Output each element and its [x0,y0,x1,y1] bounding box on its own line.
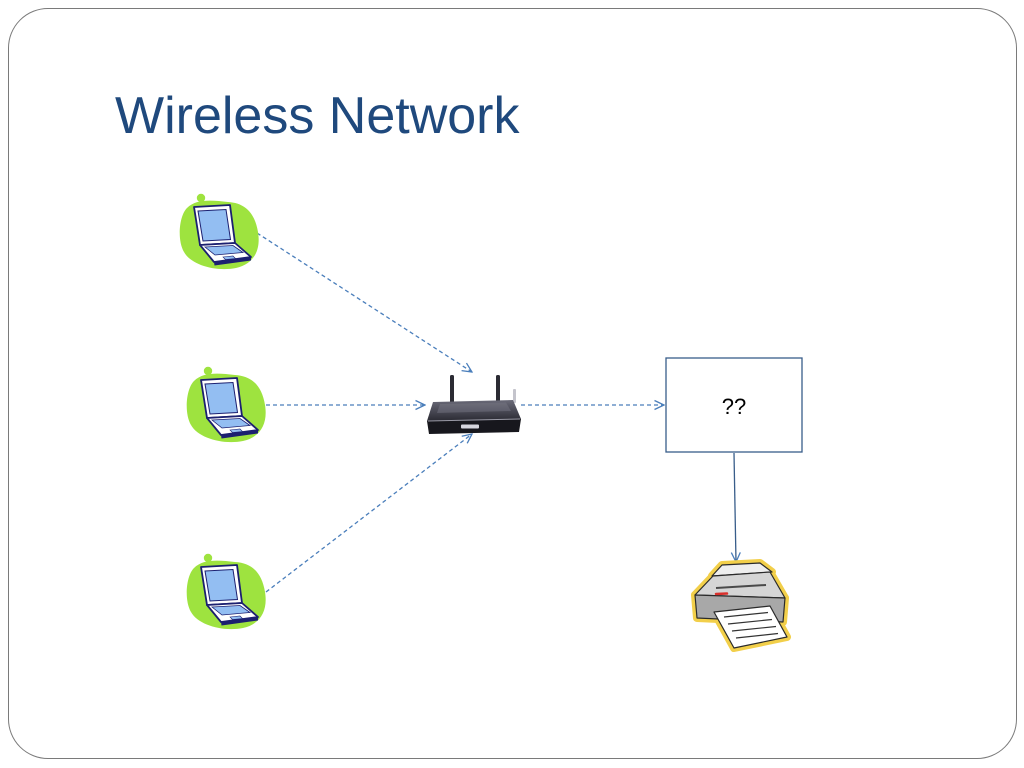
printer-paper-line [731,625,777,632]
connector-arrow [265,434,472,593]
router-antenna [450,375,454,404]
printer-paper-lines [723,611,779,639]
slide-title: Wireless Network [115,87,520,145]
slide-frame [8,8,1017,759]
printer-output-slot [715,584,767,589]
unknown-device-label: ?? [722,394,746,419]
laptop-icon [185,365,267,444]
printer-icon [691,559,791,652]
laptop-icon [185,552,267,631]
router-antenna [496,375,500,402]
router-antenna [513,389,516,403]
printer-paper-line [723,611,769,618]
printer-paper-line [727,618,773,625]
router-top-highlight [437,402,511,413]
wireless-router-icon [427,375,521,434]
laptop-icon [178,192,260,271]
unknown-device-box: ?? [665,357,803,453]
unknown-device-box-outline [665,357,803,453]
router-edge-highlight [427,418,521,422]
printer-paper-line [735,632,779,639]
connector-arrow [734,452,736,562]
connector-arrow [256,232,472,372]
router-front-slot [461,424,479,429]
router-top-face [427,400,521,421]
printer-status-light [714,592,729,596]
